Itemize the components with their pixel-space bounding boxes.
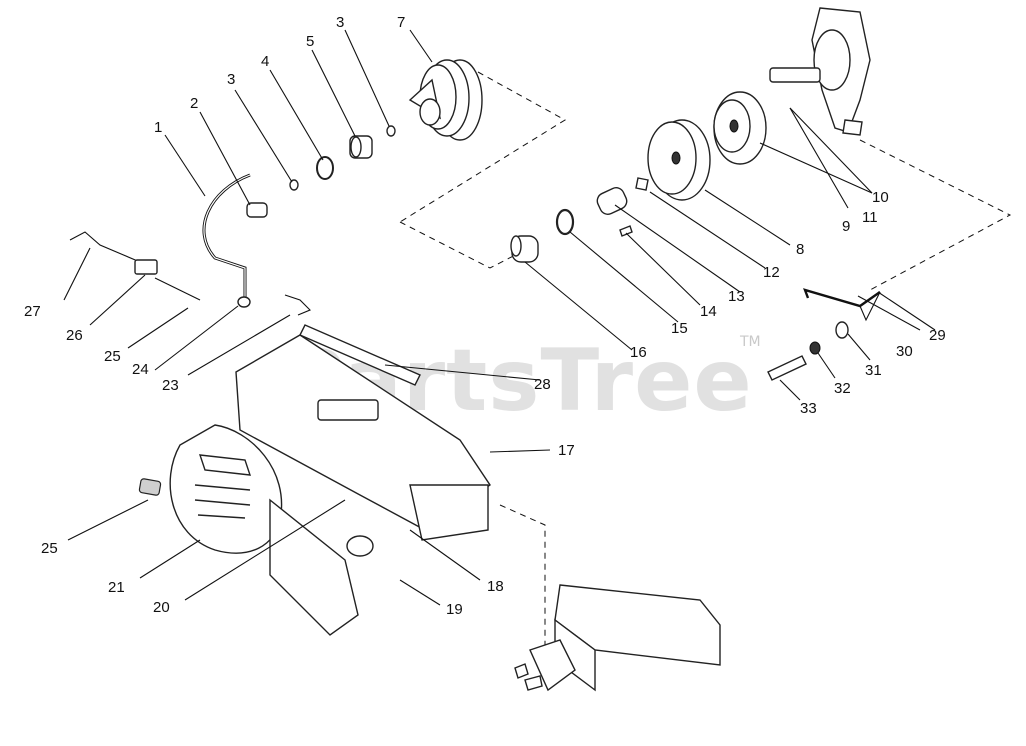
callout-8: 8 xyxy=(796,241,804,258)
callout-20: 20 xyxy=(153,599,170,616)
rear-bracket xyxy=(514,584,721,692)
callout-32: 32 xyxy=(834,380,851,397)
callout-4: 4 xyxy=(261,53,269,70)
callout-25b: 25 xyxy=(41,540,58,557)
callout-labels: 1 2 3 4 5 3 7 8 9 10 11 12 13 14 15 16 1… xyxy=(24,14,946,618)
callout-29: 29 xyxy=(929,327,946,344)
idler-rod-assembly xyxy=(767,288,881,381)
callout-24: 24 xyxy=(132,361,149,378)
pulley-9 xyxy=(713,91,767,165)
watermark-tm: TM xyxy=(739,334,761,350)
callout-13: 13 xyxy=(728,288,745,305)
callout-1: 1 xyxy=(154,119,162,136)
callout-28: 28 xyxy=(534,376,551,393)
callout-5: 5 xyxy=(306,33,314,50)
callout-11: 11 xyxy=(862,209,878,226)
knob-25 xyxy=(138,478,162,496)
callout-9: 9 xyxy=(842,218,850,235)
callout-21: 21 xyxy=(108,579,125,596)
callout-27: 27 xyxy=(24,303,41,320)
coupling-part xyxy=(246,202,268,218)
callout-17: 17 xyxy=(558,442,575,459)
callout-7: 7 xyxy=(397,14,405,31)
callout-19: 19 xyxy=(446,601,463,618)
clutch-pulley-7 xyxy=(408,59,483,141)
callout-2: 2 xyxy=(190,95,198,112)
callout-16: 16 xyxy=(630,344,647,361)
callout-30: 30 xyxy=(896,343,913,360)
callout-18: 18 xyxy=(487,578,504,595)
main-frame xyxy=(235,324,491,541)
leader-lines xyxy=(63,29,936,606)
callout-3a: 3 xyxy=(227,71,235,88)
callout-12: 12 xyxy=(763,264,780,281)
callout-3b: 3 xyxy=(336,14,344,31)
callout-14: 14 xyxy=(700,303,717,320)
callout-23: 23 xyxy=(162,377,179,394)
callout-15: 15 xyxy=(671,320,688,337)
callout-25a: 25 xyxy=(104,348,121,365)
callout-31: 31 xyxy=(865,362,882,379)
engine-assembly xyxy=(769,7,871,136)
callout-33: 33 xyxy=(800,400,817,417)
pulley-8 xyxy=(647,119,711,201)
spacer-parts xyxy=(510,177,649,263)
callout-26: 26 xyxy=(66,327,83,344)
shift-rod-assembly xyxy=(69,125,396,316)
callout-10: 10 xyxy=(872,189,889,206)
